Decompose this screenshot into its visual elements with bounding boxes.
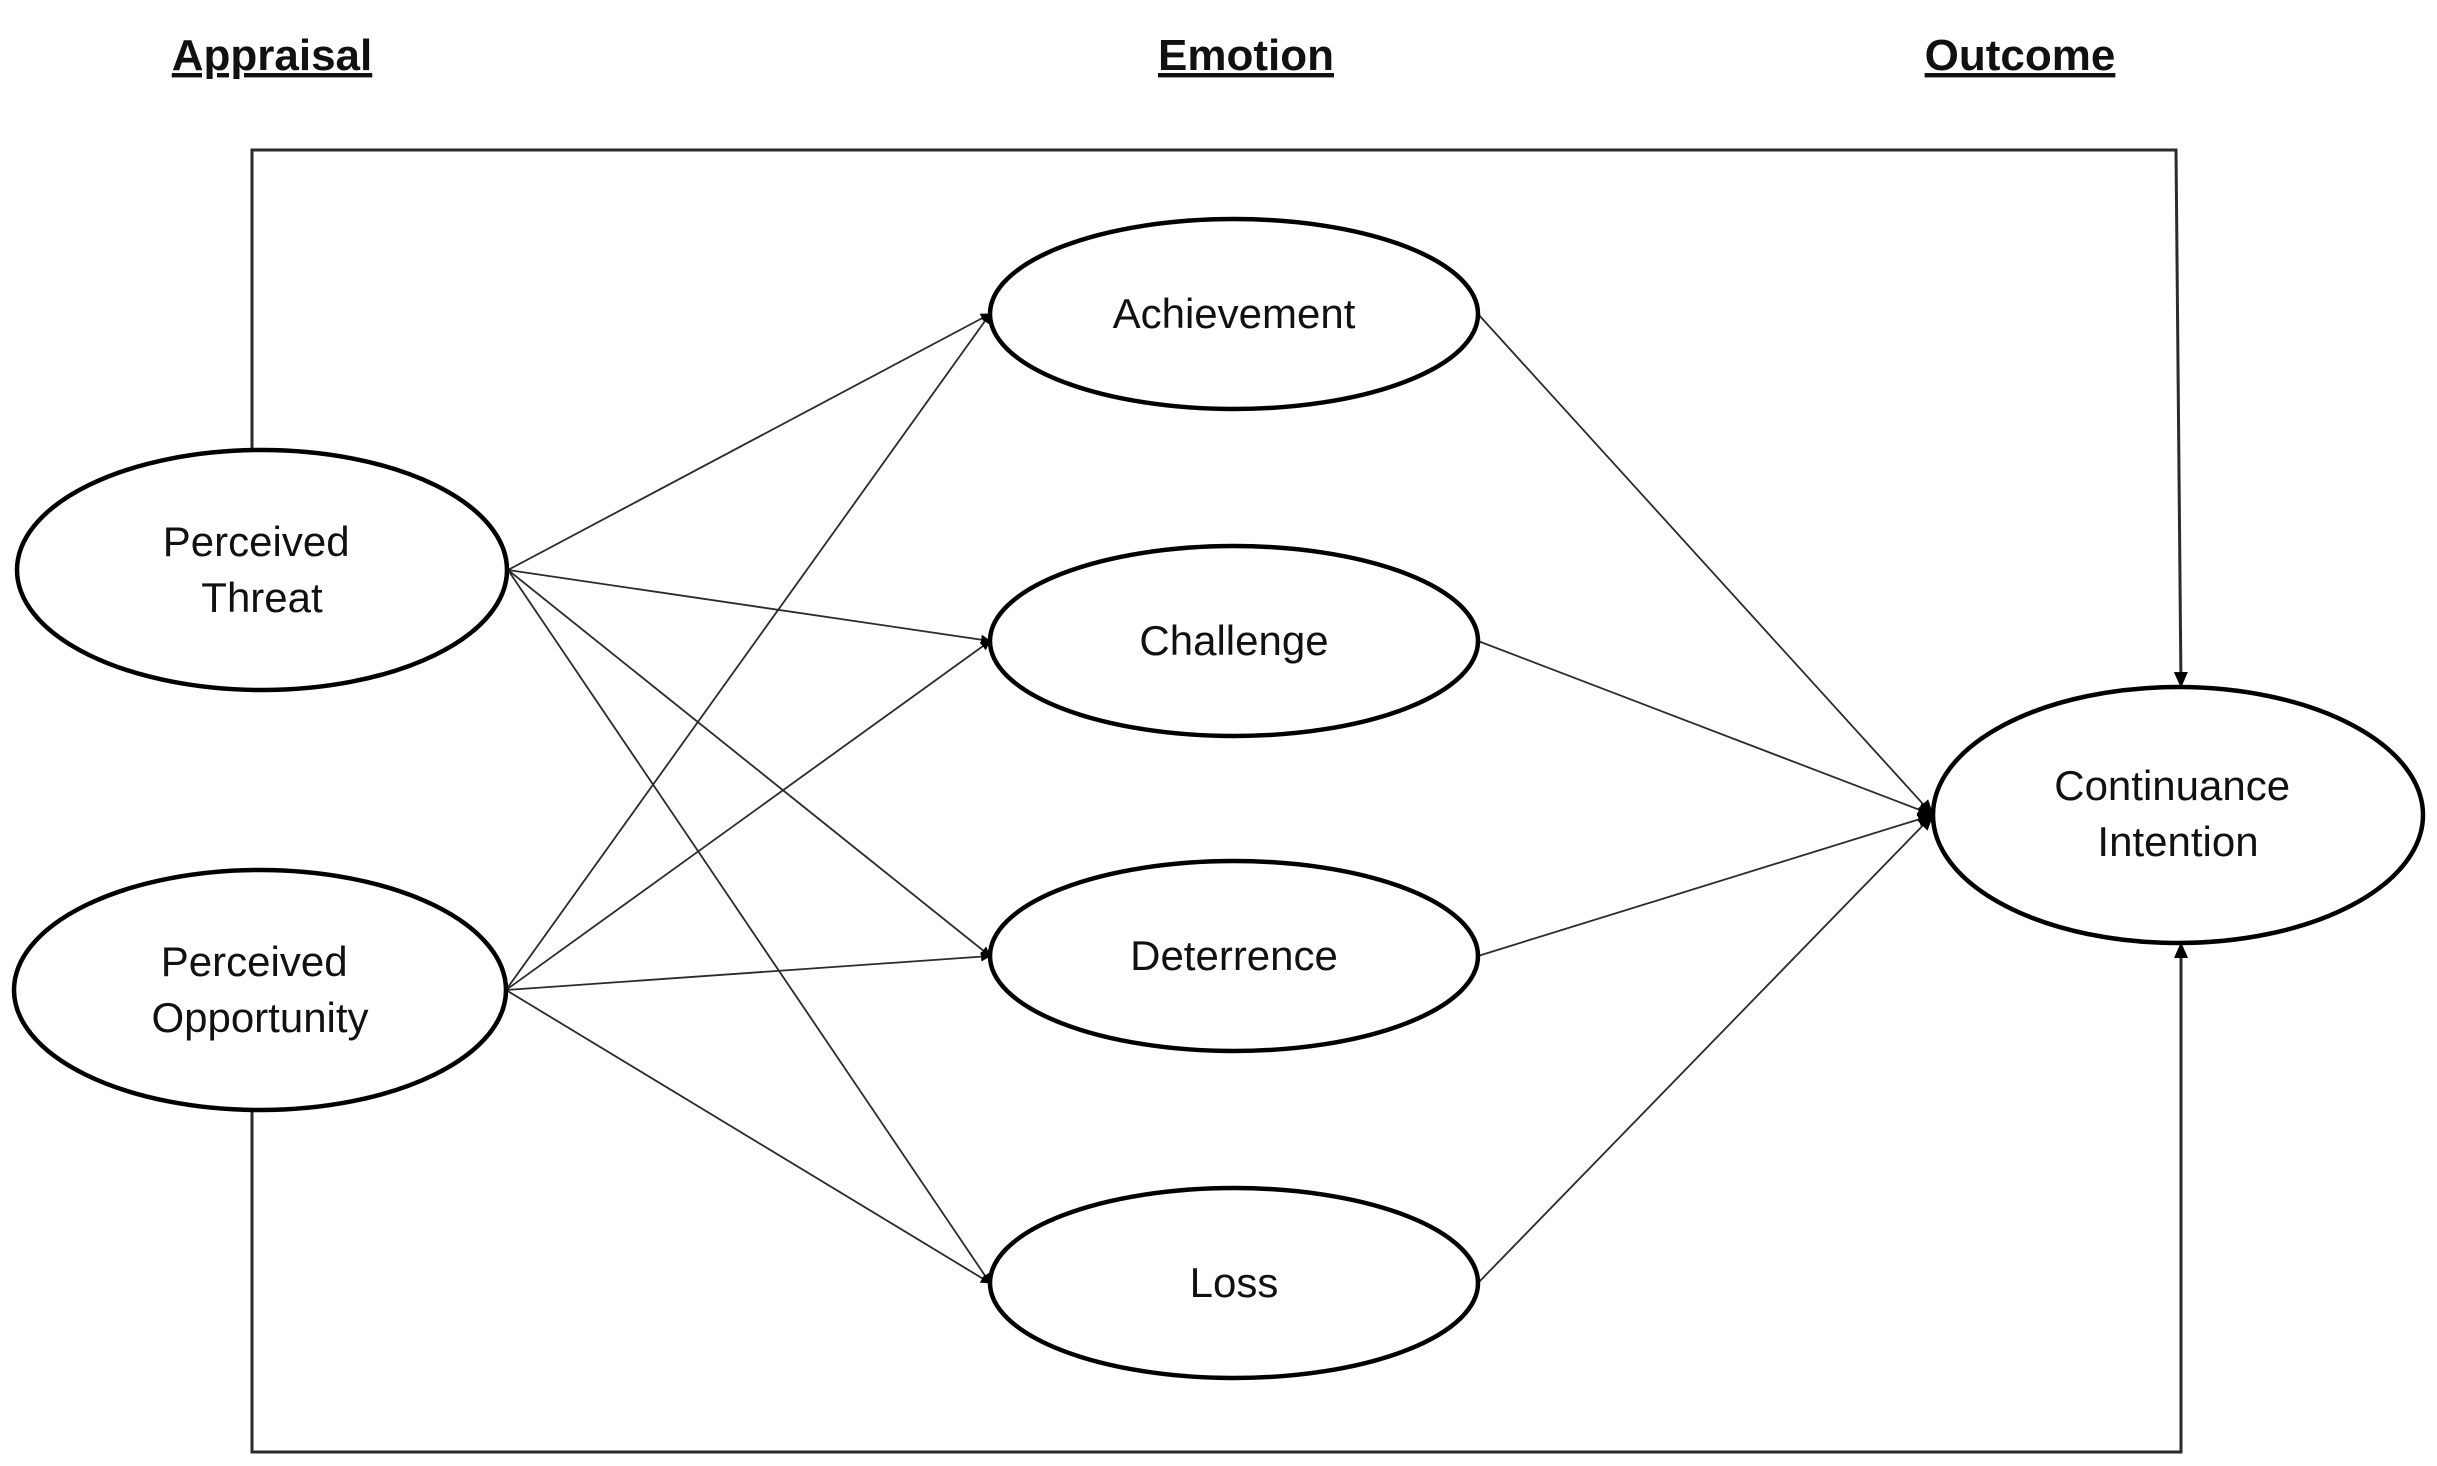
node-perceived-opportunity-shape	[11, 867, 509, 1113]
edge-challenge-to-continuance-intention	[1477, 640, 1934, 817]
node-continuance-intention-label-line2: Intention	[2097, 818, 2258, 865]
edge-achievement-to-continuance-intention	[1477, 313, 1934, 816]
node-challenge-label: Challenge	[1139, 617, 1328, 664]
header-outcome: Outcome	[1925, 31, 2116, 80]
node-loss-shape	[987, 1185, 1481, 1381]
node-deterrence-label: Deterrence	[1130, 932, 1338, 979]
edge-perceived-opportunity-to-achievement	[505, 313, 991, 991]
node-loss: Loss	[987, 1185, 1481, 1381]
node-challenge: Challenge	[987, 543, 1481, 739]
node-continuance-intention-shape	[1930, 684, 2426, 946]
edge-perceived-threat-to-continuance-intention	[250, 148, 2188, 688]
node-perceived-opportunity: Perceived Opportunity	[11, 867, 509, 1113]
header-appraisal: Appraisal	[172, 31, 373, 80]
edge-perceived-threat-to-challenge	[507, 569, 991, 645]
edge-loss-to-continuance-intention	[1477, 814, 1934, 1284]
node-perceived-opportunity-label-line1: Perceived	[161, 938, 348, 985]
node-challenge-shape	[987, 543, 1481, 739]
node-deterrence-shape	[987, 858, 1481, 1054]
edge-deterrence-to-continuance-intention	[1477, 812, 1934, 957]
node-continuance-intention: Continuance Intention	[1930, 684, 2426, 946]
edges-layer	[250, 148, 2188, 1454]
node-perceived-threat-label-line2: Threat	[201, 574, 323, 621]
node-achievement: Achievement	[987, 216, 1481, 412]
node-loss-label: Loss	[1190, 1259, 1279, 1306]
edge-perceived-threat-to-achievement	[507, 313, 991, 571]
node-perceived-threat-label-line1: Perceived	[163, 518, 350, 565]
node-perceived-opportunity-label-line2: Opportunity	[151, 994, 368, 1041]
edge-perceived-opportunity-to-challenge	[505, 640, 991, 991]
edge-perceived-threat-to-deterrence	[507, 569, 991, 957]
node-achievement-label: Achievement	[1113, 290, 1356, 337]
svg-text:Perceived Opportunity: Perceived Opportunity	[151, 938, 368, 1041]
edge-perceived-opportunity-to-deterrence	[505, 951, 991, 991]
node-perceived-threat: Perceived Threat	[14, 447, 510, 693]
edge-perceived-threat-to-loss	[507, 569, 991, 1284]
node-perceived-threat-shape	[14, 447, 510, 693]
svg-text:Perceived Threat: Perceived Threat	[163, 518, 361, 621]
edge-perceived-opportunity-to-continuance-intention	[250, 942, 2188, 1454]
header-emotion: Emotion	[1158, 31, 1334, 80]
node-continuance-intention-label-line1: Continuance	[2054, 762, 2290, 809]
node-achievement-shape	[987, 216, 1481, 412]
node-deterrence: Deterrence	[987, 858, 1481, 1054]
edge-perceived-opportunity-to-loss	[505, 989, 991, 1284]
svg-text:Continuance Intention: Continuance Intention	[2054, 762, 2302, 865]
